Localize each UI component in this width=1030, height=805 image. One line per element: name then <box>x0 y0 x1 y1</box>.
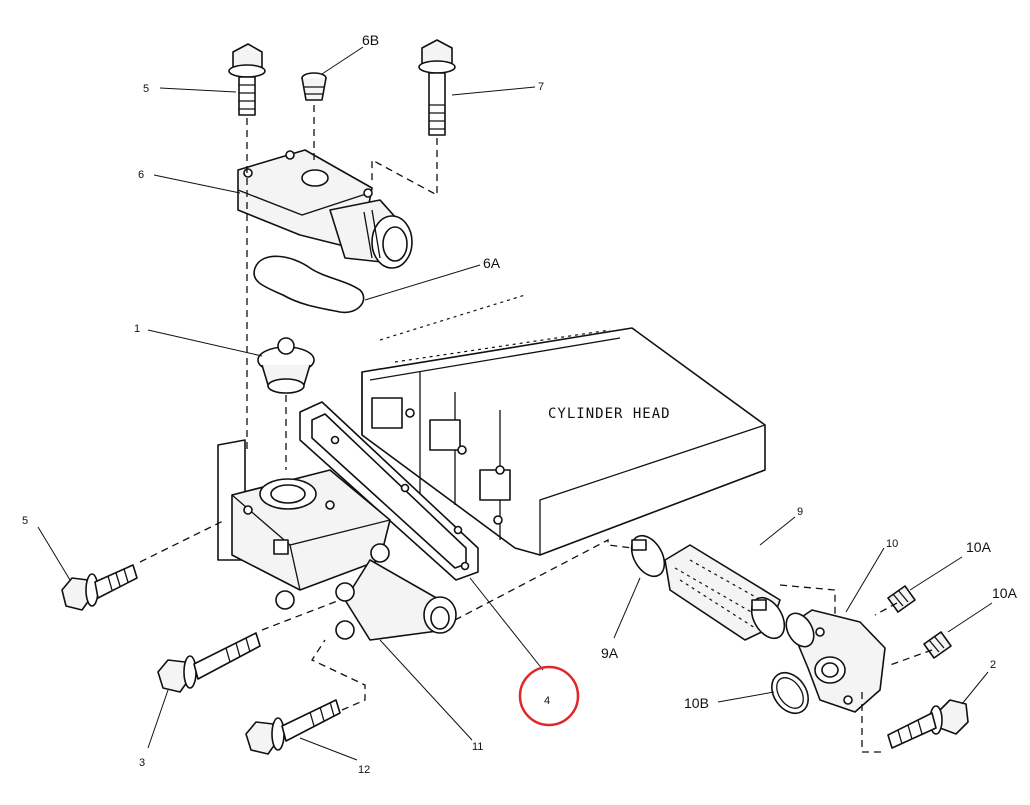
o-ring-6a <box>253 255 365 314</box>
callout-10a-mid: 10A <box>992 585 1018 601</box>
callout-9a: 9A <box>601 645 619 661</box>
callout-9: 9 <box>797 506 803 518</box>
bolt-3 <box>157 632 261 693</box>
water-outlet-6 <box>237 149 413 269</box>
hose-9 <box>630 534 786 641</box>
callout-10b: 10B <box>684 695 709 711</box>
callout-4-highlight-circle <box>518 665 580 727</box>
callout-1: 1 <box>134 323 140 335</box>
callout-11: 11 <box>472 741 483 753</box>
callout-10: 10 <box>886 538 898 550</box>
callout-5-left: 5 <box>22 515 28 527</box>
cylinder-head-label: CYLINDER HEAD <box>548 406 671 422</box>
assembly-lines <box>139 105 933 753</box>
callout-2: 2 <box>990 659 996 671</box>
gasket-4 <box>299 401 479 581</box>
plug-10a-mid <box>923 631 952 659</box>
callout-6: 6 <box>138 169 144 181</box>
bolt-2 <box>887 699 969 749</box>
elbow-10 <box>785 609 886 713</box>
thermostat-1 <box>257 337 315 394</box>
callout-6a: 6A <box>483 255 501 271</box>
bolt-12 <box>245 699 341 755</box>
bolt-7 <box>418 39 456 136</box>
plug-6b <box>301 72 327 101</box>
callout-7: 7 <box>538 81 544 93</box>
callout-4: 4 <box>544 695 550 707</box>
callout-12: 12 <box>358 764 370 776</box>
callout-10a-top: 10A <box>966 539 992 555</box>
o-ring-10b <box>771 671 809 715</box>
plug-10a-top <box>887 585 916 613</box>
cylinder-head: CYLINDER HEAD <box>361 294 766 556</box>
callout-labels: 5 6B 7 6 6A 1 5 3 12 11 4 9 9A 10 10A 10… <box>22 32 1018 776</box>
thermostat-housing-11 <box>217 439 457 641</box>
leader-lines <box>37 46 993 761</box>
bolt-5-top <box>228 43 266 116</box>
callout-5-top: 5 <box>143 83 149 95</box>
callout-3: 3 <box>139 757 145 769</box>
bolt-5-left <box>61 564 138 611</box>
callout-6b: 6B <box>362 32 379 48</box>
